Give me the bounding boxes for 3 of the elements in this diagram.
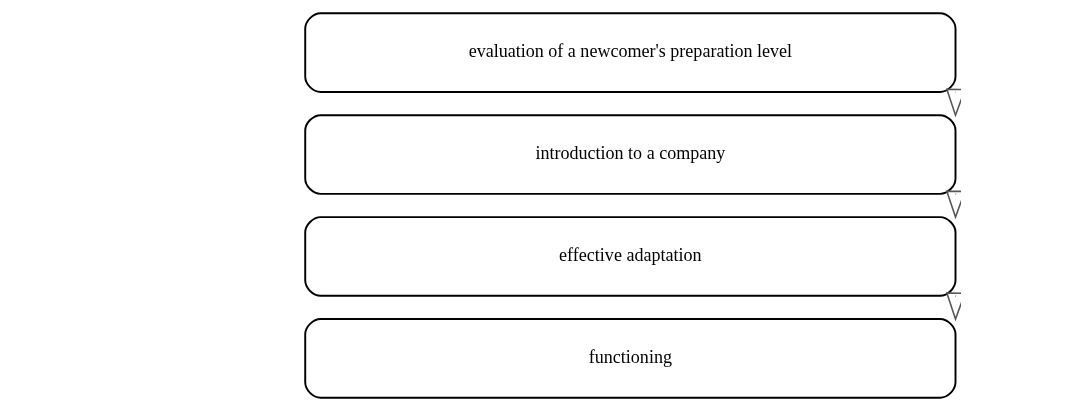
- node-box: functioning: [304, 318, 957, 399]
- arrow: [945, 88, 961, 118]
- arrow: [945, 190, 961, 220]
